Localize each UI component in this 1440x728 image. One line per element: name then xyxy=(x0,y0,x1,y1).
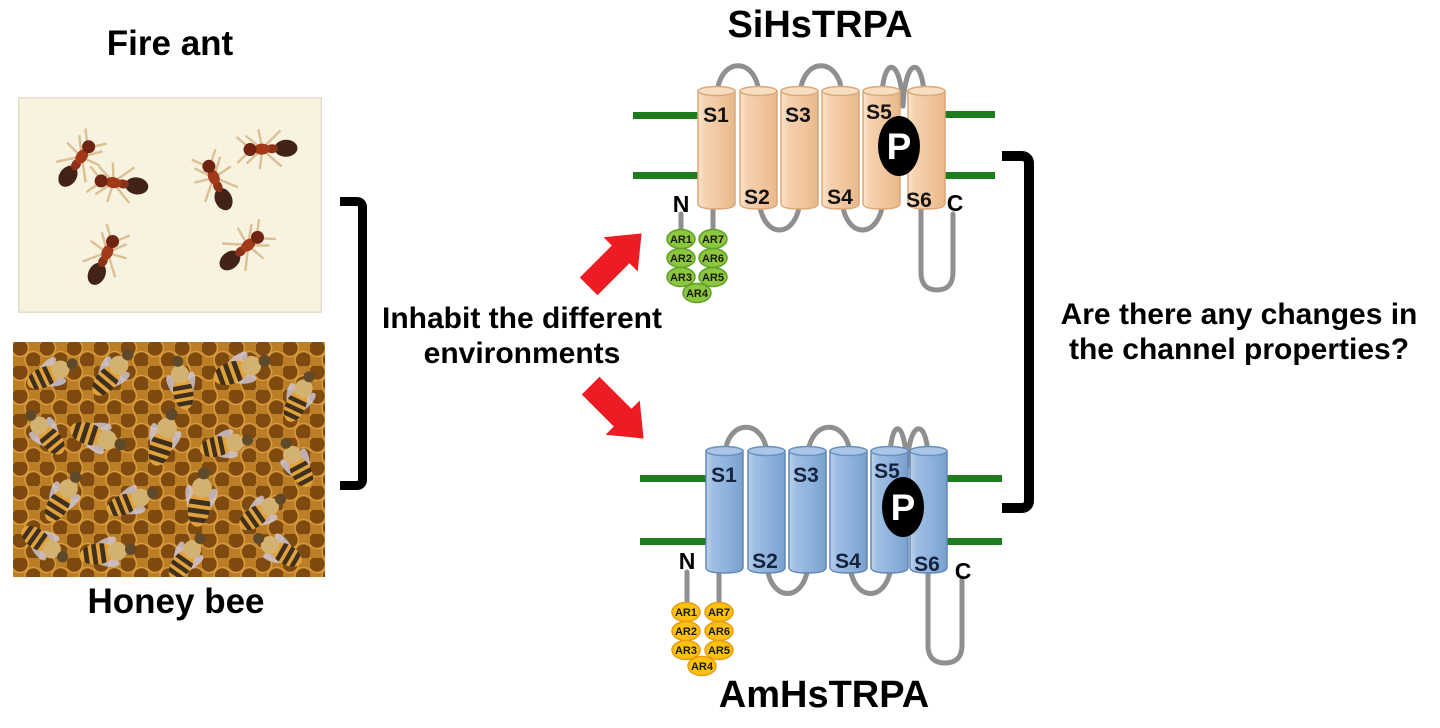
inhabit-text: Inhabit the different environments xyxy=(352,301,692,371)
ankyrin-label: AR1 xyxy=(670,234,692,246)
arrow-to-sihstrpa xyxy=(579,233,642,296)
amhstrpa-title: AmHsTRPA xyxy=(718,674,930,716)
ankyrin-label: AR5 xyxy=(708,645,730,657)
membrane-lines xyxy=(633,111,995,179)
segment-label-s1: S1 xyxy=(711,464,737,487)
red-arrow-up-right xyxy=(579,233,642,296)
ankyrin-label: AR1 xyxy=(675,607,697,619)
segment-label-s6: S6 xyxy=(914,553,940,576)
fire-ant-title: Fire ant xyxy=(106,24,234,63)
n-terminus-label: N xyxy=(679,548,696,574)
ankyrin-label: AR7 xyxy=(702,234,724,246)
photo-background xyxy=(18,97,322,313)
ankyrin-repeat-domain: AR1 AR2 AR3 AR4 AR5 AR6 AR7 xyxy=(666,228,728,304)
ankyrin-label: AR6 xyxy=(708,626,730,638)
inhabit-text-line1: Inhabit the different xyxy=(382,302,662,335)
fire-ant-photo xyxy=(18,97,322,313)
segment-cylinder-s4 xyxy=(821,85,860,210)
segment-label-s1: S1 xyxy=(703,104,729,127)
segment-label-s6: S6 xyxy=(906,189,932,212)
segment-cylinder-s6 xyxy=(909,445,948,574)
segment-cylinder-s4 xyxy=(829,445,868,574)
question-text-line2: the channel properties? xyxy=(1068,333,1410,366)
n-terminus-label: N xyxy=(673,191,690,217)
ankyrin-label: AR4 xyxy=(691,661,714,673)
segment-label-s4: S4 xyxy=(835,550,861,573)
right-grouping-bracket xyxy=(1002,151,1034,513)
pore-label: P xyxy=(887,126,912,167)
ankyrin-label: AR3 xyxy=(670,272,692,284)
pore-label: P xyxy=(891,487,916,528)
question-text: Are there any changes in the channel pro… xyxy=(1038,297,1440,367)
c-terminus-label: C xyxy=(947,190,964,216)
membrane-lines xyxy=(640,475,1002,545)
segment-cylinder-s1 xyxy=(697,85,736,210)
segment-cylinder-s2 xyxy=(739,85,778,210)
segment-label-s5: S5 xyxy=(866,101,892,124)
segment-cylinder-s6 xyxy=(907,85,946,210)
ankyrin-label: AR4 xyxy=(686,288,709,300)
segment-cylinder-s3 xyxy=(788,445,827,574)
inhabit-text-line2: environments xyxy=(423,337,621,370)
ankyrin-label: AR7 xyxy=(708,607,730,619)
segment-label-s4: S4 xyxy=(827,186,853,209)
sihstrpa-channel-diagram: P S1 S2 S3 S4 S5 S6 N C AR1 AR2 AR3 AR4 … xyxy=(633,63,995,304)
ankyrin-label: AR3 xyxy=(675,645,697,657)
segment-label-s2: S2 xyxy=(744,186,770,209)
ankyrin-label: AR5 xyxy=(702,272,724,284)
linker-loops xyxy=(684,424,965,666)
red-arrow-down-right xyxy=(581,376,644,439)
segment-cylinder-s1 xyxy=(705,445,744,574)
sihstrpa-title: SiHsTRPA xyxy=(727,4,913,46)
left-grouping-bracket xyxy=(340,197,367,490)
honey-bee-photo xyxy=(13,342,325,577)
segment-cylinder-s3 xyxy=(780,85,819,210)
pore-region xyxy=(882,477,924,537)
transmembrane-segments xyxy=(705,445,948,574)
transmembrane-segments xyxy=(697,85,946,210)
amhstrpa-channel-diagram: P S1 S2 S3 S4 S5 S6 N C AR1 AR2 AR3 AR4 … xyxy=(640,424,1002,677)
c-terminus-label: C xyxy=(955,558,972,584)
linker-loops xyxy=(678,63,956,293)
segment-label-s5: S5 xyxy=(874,460,900,483)
arrow-to-amhstrpa xyxy=(581,376,644,439)
ankyrin-label: AR6 xyxy=(702,253,724,265)
ankyrin-label: AR2 xyxy=(670,253,692,265)
segment-label-s3: S3 xyxy=(793,464,819,487)
segment-label-s3: S3 xyxy=(785,104,811,127)
pore-region xyxy=(878,116,920,176)
honey-bee-title: Honey bee xyxy=(87,582,265,621)
segment-label-s2: S2 xyxy=(752,550,778,573)
question-text-line1: Are there any changes in xyxy=(1060,298,1418,331)
ankyrin-repeat-domain: AR1 AR2 AR3 AR4 AR5 AR6 AR7 xyxy=(671,601,734,677)
ankyrin-label: AR2 xyxy=(675,626,697,638)
segment-cylinder-s2 xyxy=(747,445,786,574)
